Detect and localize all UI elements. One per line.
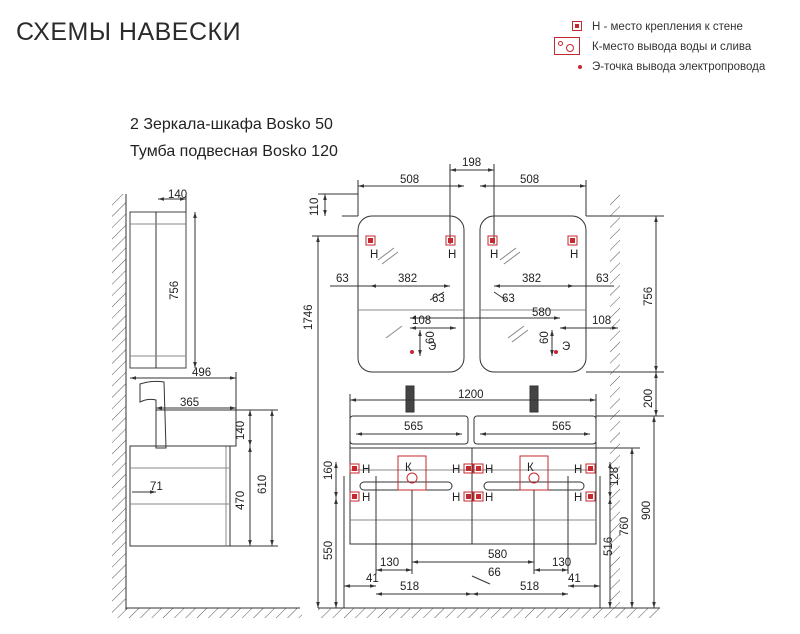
- svg-text:130: 130: [552, 557, 571, 569]
- svg-text:1746: 1746: [303, 304, 315, 330]
- svg-text:565: 565: [552, 421, 571, 433]
- svg-text:496: 496: [192, 367, 211, 379]
- svg-text:1200: 1200: [458, 389, 484, 401]
- svg-text:Н: Н: [574, 464, 582, 476]
- front-view: [312, 164, 664, 618]
- svg-text:63: 63: [502, 293, 515, 305]
- svg-text:580: 580: [488, 549, 507, 561]
- svg-text:Н: Н: [574, 492, 582, 504]
- svg-text:Н: Н: [485, 464, 493, 476]
- svg-text:Н: Н: [490, 249, 498, 261]
- svg-text:41: 41: [366, 573, 379, 585]
- svg-text:760: 760: [619, 517, 631, 536]
- svg-text:Н: Н: [370, 249, 378, 261]
- svg-text:108: 108: [412, 315, 431, 327]
- legend-text: Н - место крепления к стене: [592, 21, 743, 33]
- legend: Н - место крепления к стене К-место выво…: [552, 17, 798, 77]
- svg-text:41: 41: [568, 573, 581, 585]
- svg-text:365: 365: [180, 397, 199, 409]
- mount-point-icon: [572, 21, 582, 31]
- svg-text:128: 128: [609, 467, 621, 486]
- svg-text:470: 470: [235, 491, 247, 510]
- svg-text:108: 108: [592, 315, 611, 327]
- svg-text:Н: Н: [452, 492, 460, 504]
- side-view: [112, 194, 302, 618]
- power-point-icon: [578, 65, 582, 69]
- svg-text:518: 518: [400, 581, 419, 593]
- svg-text:110: 110: [309, 198, 321, 216]
- svg-text:66: 66: [488, 567, 501, 579]
- svg-text:518: 518: [520, 581, 539, 593]
- svg-text:900: 900: [641, 501, 653, 520]
- legend-text: К-место вывода воды и слива: [592, 41, 752, 53]
- point-marks: Н Н Н Н Н Н Н Н Н Н Н Н К К Э Э: [362, 249, 582, 504]
- svg-text:К: К: [405, 462, 412, 474]
- svg-text:К: К: [527, 462, 534, 474]
- legend-item-water: К-место вывода воды и слива: [552, 37, 798, 57]
- svg-text:508: 508: [520, 174, 539, 186]
- svg-text:63: 63: [432, 293, 445, 305]
- svg-text:140: 140: [235, 421, 247, 440]
- svg-text:Н: Н: [570, 249, 578, 261]
- svg-text:508: 508: [400, 174, 419, 186]
- svg-text:160: 160: [323, 461, 335, 480]
- svg-text:198: 198: [462, 157, 481, 169]
- svg-text:60: 60: [539, 331, 551, 344]
- legend-item-mount: Н - место крепления к стене: [552, 17, 798, 37]
- product-line-1: 2 Зеркала-шкафа Bosko 50: [130, 116, 333, 133]
- svg-text:63: 63: [336, 273, 349, 285]
- svg-text:140: 140: [168, 189, 187, 201]
- svg-text:382: 382: [522, 273, 541, 285]
- svg-text:382: 382: [398, 273, 417, 285]
- water-outlet-icon: [554, 37, 580, 55]
- svg-text:200: 200: [643, 389, 655, 408]
- svg-text:756: 756: [169, 281, 181, 300]
- svg-text:550: 550: [323, 541, 335, 560]
- svg-text:63: 63: [596, 273, 609, 285]
- svg-text:580: 580: [532, 307, 551, 319]
- svg-text:Э: Э: [562, 341, 570, 353]
- svg-text:565: 565: [404, 421, 423, 433]
- legend-text: Э-точка вывода электропровода: [592, 61, 766, 73]
- dimension-labels: 140 756 496 365 140 470 610 71 508 508 1…: [150, 157, 655, 593]
- svg-text:Н: Н: [362, 492, 370, 504]
- svg-text:71: 71: [150, 481, 163, 493]
- svg-text:Э: Э: [428, 341, 436, 353]
- svg-text:610: 610: [257, 475, 269, 494]
- svg-text:516: 516: [603, 537, 615, 556]
- page-title: СХЕМЫ НАВЕСКИ: [16, 18, 242, 46]
- svg-text:Н: Н: [448, 249, 456, 261]
- svg-text:756: 756: [643, 287, 655, 306]
- product-line-2: Тумба подвесная Bosko 120: [130, 143, 338, 160]
- svg-text:Н: Н: [485, 492, 493, 504]
- svg-text:Н: Н: [452, 464, 460, 476]
- svg-text:130: 130: [380, 557, 399, 569]
- svg-text:Н: Н: [362, 464, 370, 476]
- legend-item-power: Э-точка вывода электропровода: [552, 57, 798, 77]
- mount-points: [349, 235, 596, 502]
- svg-text:60: 60: [425, 331, 437, 344]
